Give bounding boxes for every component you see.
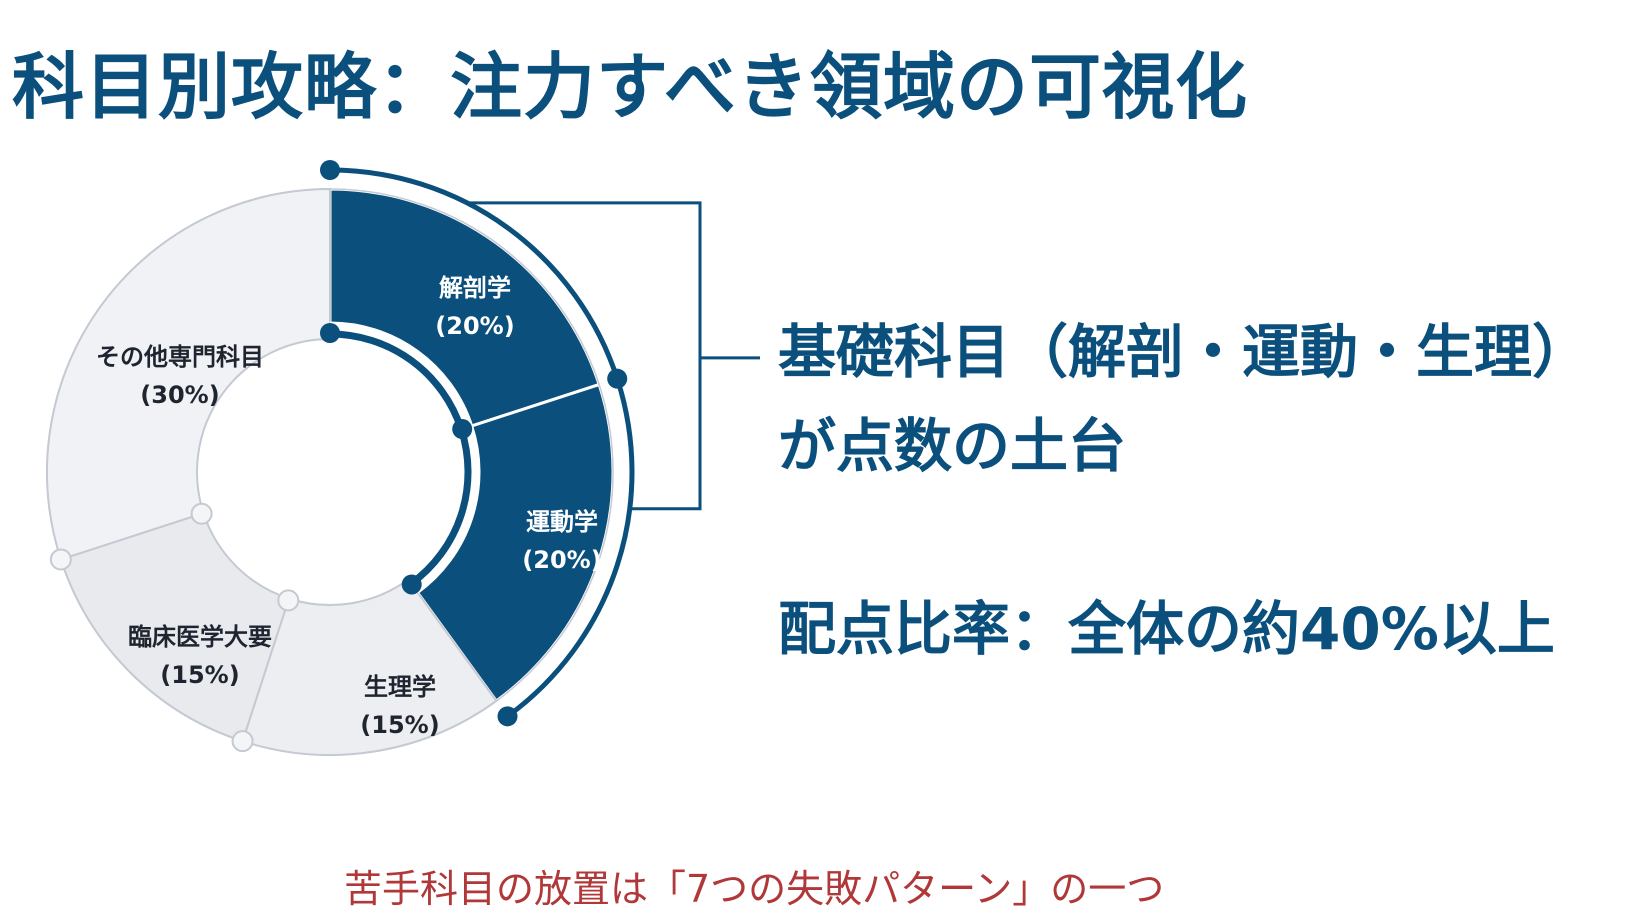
boundary-dot-inner-2 bbox=[190, 502, 213, 525]
outer-arc-dot-end bbox=[497, 706, 518, 727]
outer-arc-dot-mid bbox=[607, 368, 628, 389]
slice-value-5: (30%) bbox=[140, 381, 219, 409]
slice-label-3: 生理学 bbox=[364, 673, 436, 701]
callout-line-2: が点数の土台 bbox=[778, 412, 1127, 480]
donut-slice-5 bbox=[46, 187, 331, 561]
slice-value-3: (15%) bbox=[360, 711, 439, 739]
inner-arc-dot-start bbox=[320, 323, 340, 343]
inner-arc-dot-end bbox=[401, 574, 422, 595]
donut-segments bbox=[46, 187, 615, 756]
chart-decorations bbox=[46, 160, 760, 756]
donut-outer-outline bbox=[46, 188, 614, 756]
callout-bracket bbox=[467, 201, 702, 511]
boundary-dot-outer-1 bbox=[231, 730, 254, 753]
basic-subjects-callout: 基礎科目（解剖・運動・生理） が点数の土台 bbox=[778, 305, 1590, 493]
footnote: 苦手科目の放置は「7つの失敗パターン」の一つ bbox=[344, 867, 1165, 911]
callout-line-1: 基礎科目（解剖・運動・生理） bbox=[778, 318, 1591, 386]
slice-label-4: 臨床医学大要 bbox=[128, 623, 272, 651]
outer-arc-dot-start bbox=[320, 160, 340, 180]
segment-labels: 解剖学 (20%) 運動学 (20%) 生理学 (15%) 臨床医学大要 (15%) その他専門… bbox=[96, 274, 602, 739]
slice-value-2: (20%) bbox=[522, 546, 601, 574]
page-title: 科目別攻略：注力すべき領域の可視化 bbox=[12, 45, 1248, 129]
score-ratio-text: 配点比率：全体の約40%以上 bbox=[778, 595, 1555, 663]
slice-label-2: 運動学 bbox=[526, 508, 598, 536]
slice-value-4: (15%) bbox=[160, 661, 239, 689]
slice-value-1: (20%) bbox=[435, 312, 514, 340]
slice-label-5: その他専門科目 bbox=[96, 343, 264, 371]
inner-arc-dot-mid bbox=[452, 419, 473, 440]
boundary-dot-inner-1 bbox=[277, 589, 300, 612]
donut-slice-1 bbox=[328, 187, 602, 433]
donut-chart: 解剖学 (20%) 運動学 (20%) 生理学 (15%) 臨床医学大要 (15%) その他専門… bbox=[46, 160, 760, 756]
slice-label-1: 解剖学 bbox=[439, 274, 511, 302]
boundary-dot-outer-2 bbox=[49, 548, 72, 571]
